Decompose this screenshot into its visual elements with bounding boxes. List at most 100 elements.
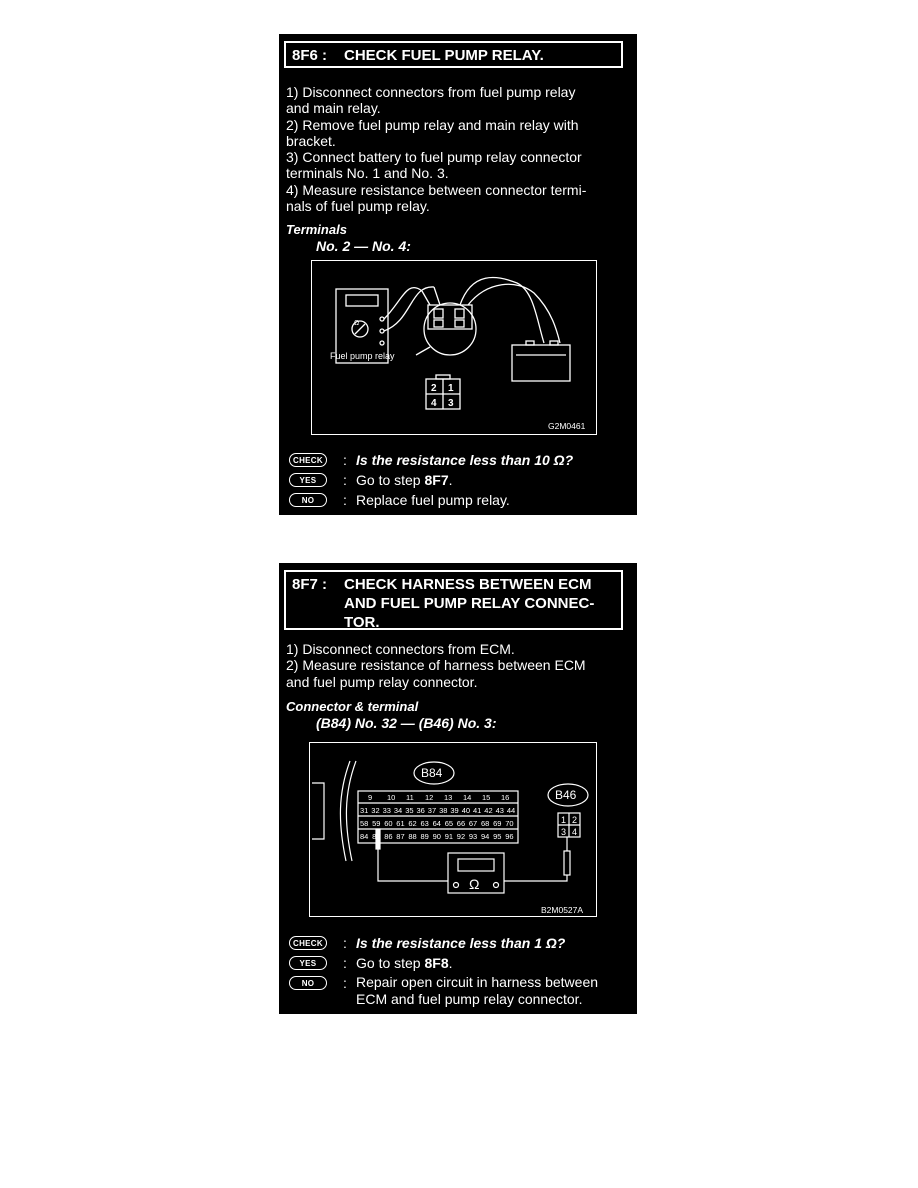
instruction-line: 4) Measure resistance between connector … [286, 181, 587, 198]
no-action: Repair open circuit in harness between E… [356, 974, 627, 1008]
pin-label: 4 [572, 827, 577, 837]
instruction-list: 1) Disconnect connectors from ECM. 2) Me… [286, 641, 623, 690]
relay-test-diagram: Fuel pump relay Ω 2 1 4 3 G2M0461 [311, 260, 597, 435]
b84-pin-label: 44 [507, 806, 515, 815]
b84-pin-label: 33 [383, 806, 391, 815]
figure-code: G2M0461 [548, 421, 586, 431]
b84-pin-label: 86 [384, 832, 392, 841]
b84-pin-label: 62 [408, 819, 416, 828]
test-lead [383, 286, 423, 320]
harness-wire [504, 875, 568, 882]
ecm-connector-label: B84 [421, 766, 443, 780]
step-title-line: AND FUEL PUMP RELAY CONNEC- [344, 595, 595, 612]
b84-pin-label: 84 [360, 832, 368, 841]
b84-pin-label: 16 [501, 793, 509, 802]
b84-pin-label: 85 [372, 832, 380, 841]
pin-label: 3 [448, 398, 454, 409]
check-badge: CHECK [289, 453, 327, 467]
ohm-symbol: Ω [469, 876, 479, 892]
next-step-ref: 8F8 [424, 955, 449, 971]
b84-pin-label: 37 [428, 806, 436, 815]
ohmmeter-body [447, 852, 505, 894]
yes-action: Go to step 8F8. [356, 954, 627, 972]
b84-pin-label: 66 [457, 819, 465, 828]
pin-label: 3 [561, 827, 566, 837]
colon: : [343, 955, 347, 971]
b46-oval [547, 783, 589, 807]
ohmmeter-display [457, 858, 495, 872]
yes-action: Go to step 8F7. [356, 471, 627, 489]
no-action-line: Repair open circuit in harness between [356, 974, 599, 990]
b84-pin-label: 90 [433, 832, 441, 841]
colon: : [343, 975, 347, 991]
b84-pin-label: 15 [482, 793, 490, 802]
b84-pin-label: 43 [496, 806, 504, 815]
terminals-value: (B84) No. 32 — (B46) No. 3: [316, 715, 497, 731]
colon: : [343, 492, 347, 508]
instruction-line: and fuel pump relay connector. [286, 673, 478, 690]
terminals-heading: Terminals [286, 222, 347, 237]
b84-pin-label: 94 [481, 832, 489, 841]
b84-pin-label: 88 [408, 832, 416, 841]
instruction-line: 1) Disconnect connectors from ECM. [286, 641, 515, 657]
b84-oval [413, 761, 455, 785]
check-question: Is the resistance less than 1 Ω? [356, 935, 566, 951]
b84-pin-label: 64 [433, 819, 441, 828]
battery [511, 344, 571, 382]
instruction-line: terminals No. 1 and No. 3. [286, 165, 449, 182]
yes-badge: YES [289, 473, 327, 487]
step-title-box: 8F7 : CHECK HARNESS BETWEEN ECM AND FUEL… [284, 570, 623, 631]
ohm-symbol: Ω [354, 320, 359, 327]
b84-pin-label: 69 [493, 819, 501, 828]
b84-pin-label: 93 [469, 832, 477, 841]
yes-prefix: Go to step [356, 472, 425, 488]
colon: : [343, 452, 347, 468]
no-row: NO : Repair open circuit in harness betw… [286, 974, 627, 1010]
step-title-box: 8F6 : CHECK FUEL PUMP RELAY. [284, 41, 623, 68]
step-number: 8F7 : [292, 576, 328, 593]
pin-label: 4 [431, 398, 437, 409]
b84-pin-label: 12 [425, 793, 433, 802]
no-action-line: ECM and fuel pump relay connector. [356, 991, 583, 1007]
b84-pin-label: 14 [463, 793, 471, 802]
b84-pin-label: 70 [505, 819, 513, 828]
b84-pin-label: 35 [405, 806, 413, 815]
yes-suffix: . [448, 955, 453, 971]
instruction-list: 1) Disconnect connectors from fuel pump … [286, 84, 623, 214]
step-title-line: TOR. [344, 614, 380, 631]
multimeter-body [335, 288, 389, 364]
step-8f7-panel: 8F7 : CHECK HARNESS BETWEEN ECM AND FUEL… [279, 563, 637, 1014]
no-badge: NO [289, 493, 327, 507]
b84-pin-label: 92 [457, 832, 465, 841]
multimeter-dial [351, 320, 369, 338]
harness-wire [377, 849, 448, 882]
no-row: NO : Replace fuel pump relay. [286, 491, 627, 511]
yes-badge: YES [289, 956, 327, 970]
instruction-line: bracket. [286, 132, 336, 149]
no-badge: NO [289, 976, 327, 990]
b84-pin-label: 65 [445, 819, 453, 828]
colon: : [343, 472, 347, 488]
pin-label: 2 [431, 383, 437, 394]
b84-pin-label: 31 [360, 806, 368, 815]
figure-code: B2M0527A [541, 905, 583, 915]
b84-pin-label: 67 [469, 819, 477, 828]
instruction-line: and main relay. [286, 100, 381, 117]
pin-label: 2 [572, 815, 577, 825]
b84-connector [357, 790, 519, 844]
colon: : [343, 935, 347, 951]
instruction-line: nals of fuel pump relay. [286, 198, 430, 215]
yes-row: YES : Go to step 8F8. [286, 954, 627, 974]
b84-pin-label: 58 [360, 819, 368, 828]
yes-row: YES : Go to step 8F7. [286, 471, 627, 491]
instruction-line: 1) Disconnect connectors from fuel pump … [286, 84, 576, 100]
no-action: Replace fuel pump relay. [356, 492, 510, 508]
b84-pin-label: 32 [371, 806, 379, 815]
instruction-line: 2) Remove fuel pump relay and main relay… [286, 116, 579, 133]
pin-label: 1 [448, 383, 454, 394]
terminals-value: No. 2 — No. 4: [316, 238, 411, 254]
relay-test-illustration: Fuel pump relay Ω 2 1 4 3 G2M0461 [330, 276, 586, 431]
